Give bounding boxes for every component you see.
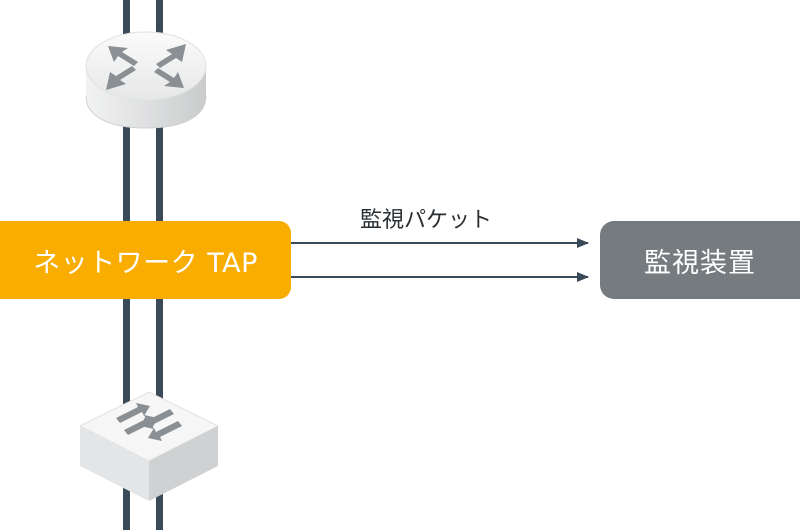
monitoring-device-label: 監視装置 [644, 247, 756, 279]
monitor-links [291, 238, 589, 282]
monitoring-device-box: 監視装置 [600, 221, 800, 299]
switch-icon [78, 391, 220, 501]
network-tap-label: ネットワーク TAP [33, 247, 258, 279]
router-icon [85, 31, 207, 129]
monitor-packet-label: 監視パケット [360, 208, 493, 233]
network-tap-box: ネットワーク TAP [0, 221, 291, 299]
